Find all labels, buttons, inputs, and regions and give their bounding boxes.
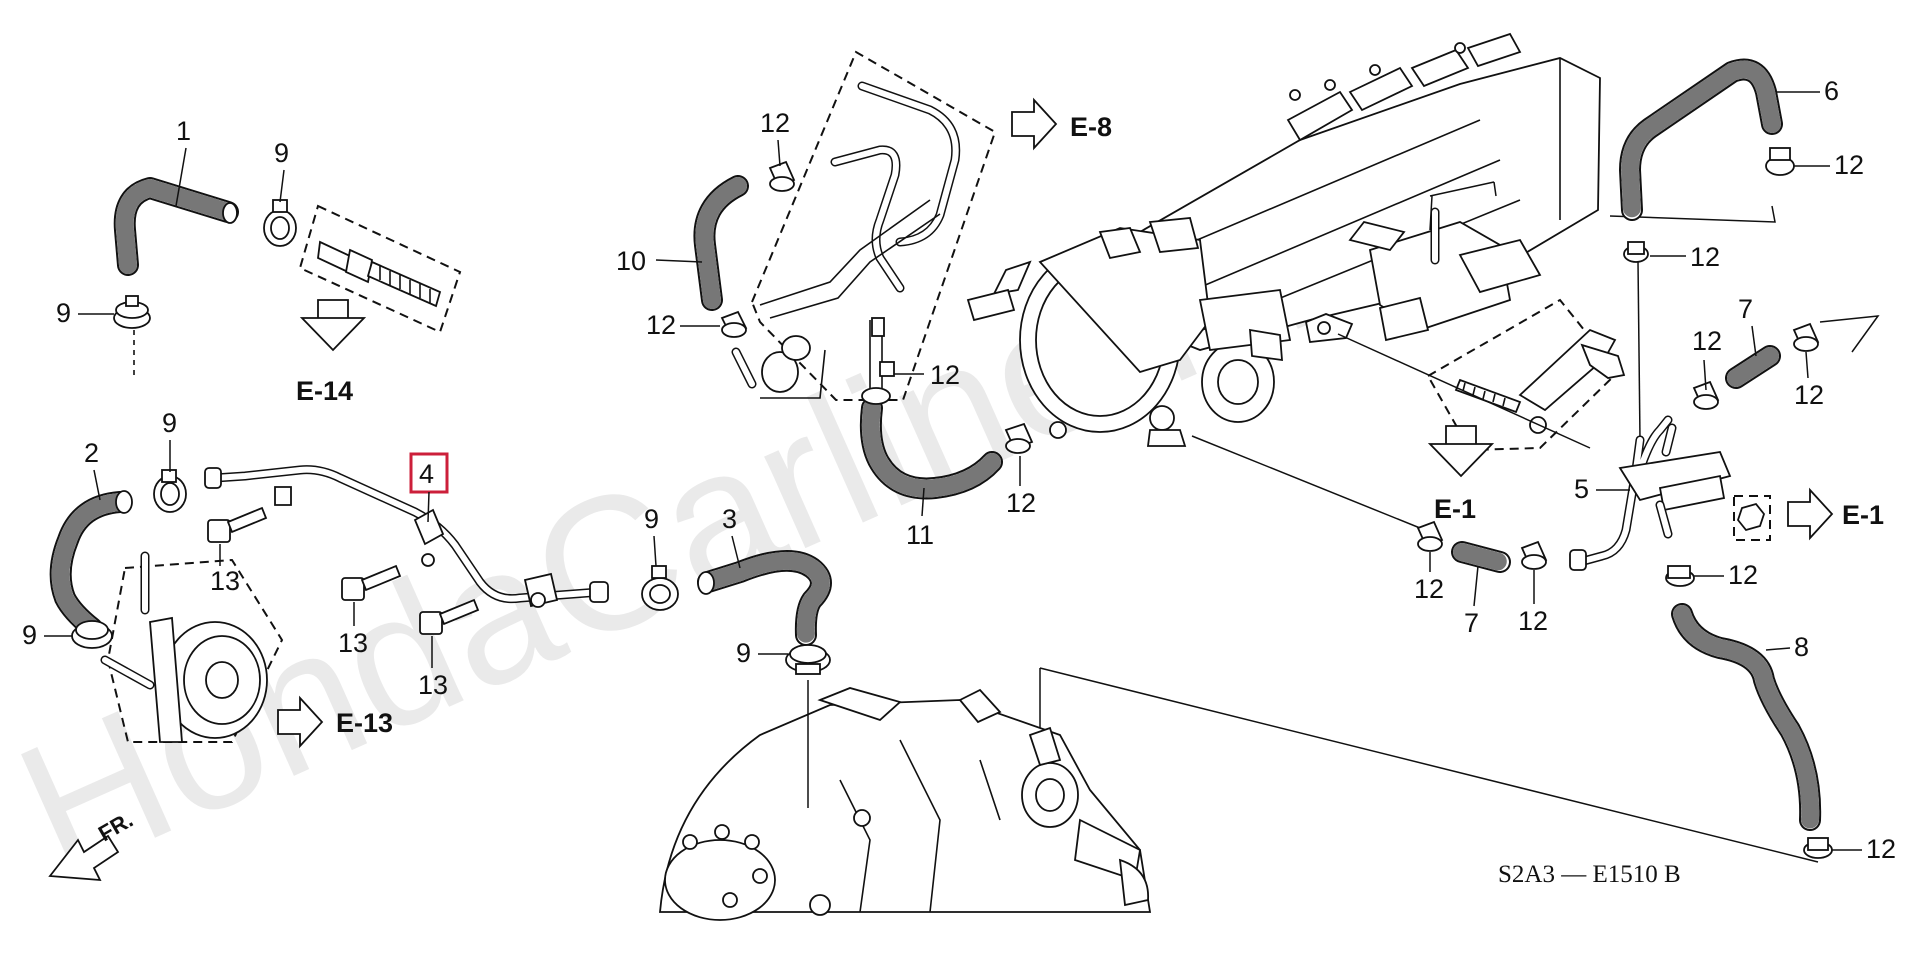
hose-7b — [1725, 345, 1781, 389]
oil-cooler — [100, 551, 284, 743]
ref-e14[interactable]: E-14 — [296, 376, 353, 406]
clamp-9c — [153, 469, 187, 513]
pipe-4 — [204, 465, 609, 608]
clamp-9f — [785, 644, 831, 675]
clamp-12j — [1792, 322, 1820, 352]
bolt-13c — [419, 598, 480, 635]
label-part-13b[interactable]: 13 — [338, 628, 368, 658]
label-part-6[interactable]: 6 — [1824, 76, 1839, 106]
clamp-12k — [1665, 565, 1695, 587]
iac-valve — [1348, 207, 1542, 342]
ref-e8[interactable]: E-8 — [1070, 112, 1112, 142]
nut-box — [1733, 495, 1771, 541]
label-part-12j[interactable]: 12 — [1794, 380, 1824, 410]
label-part-12k[interactable]: 12 — [1728, 560, 1758, 590]
label-part-3[interactable]: 3 — [722, 504, 737, 534]
fitting-e14 — [298, 204, 462, 334]
arrow-e14 — [299, 299, 367, 352]
clamp-12i — [1692, 380, 1720, 410]
bolt-13b — [341, 564, 402, 601]
clamp-12l — [1803, 837, 1833, 859]
label-part-13a[interactable]: 13 — [210, 566, 240, 596]
label-part-7a[interactable]: 7 — [1464, 608, 1479, 638]
clamp-12c — [861, 361, 895, 405]
clamp-12f — [1520, 540, 1548, 570]
ref-e1a[interactable]: E-1 — [1434, 494, 1476, 524]
hose-3 — [697, 549, 832, 646]
arrow-e1a — [1427, 425, 1495, 478]
label-part-4[interactable]: 4 — [419, 459, 434, 489]
diagram-code: S2A3 — E1510 B — [1498, 861, 1681, 888]
clamp-9d — [71, 620, 113, 649]
clamp-9e — [641, 565, 679, 611]
hose-2 — [49, 490, 133, 639]
label-part-12a[interactable]: 12 — [760, 108, 790, 138]
label-part-12b[interactable]: 12 — [646, 310, 676, 340]
label-part-12f[interactable]: 12 — [1518, 606, 1548, 636]
clamp-12g — [1765, 147, 1795, 176]
label-part-9c[interactable]: 9 — [162, 408, 177, 438]
clamp-9b — [113, 295, 151, 378]
hose-7a — [1451, 541, 1511, 573]
label-part-8[interactable]: 8 — [1794, 632, 1809, 662]
front-arrow — [48, 834, 120, 882]
clamp-12d — [1004, 421, 1067, 454]
bolt-13a — [207, 506, 268, 543]
arrow-e13 — [277, 695, 324, 749]
hose-6 — [1619, 58, 1783, 221]
hose-10 — [693, 175, 749, 311]
label-part-12e[interactable]: 12 — [1414, 574, 1444, 604]
label-part-7b[interactable]: 7 — [1738, 294, 1753, 324]
throttle-body — [966, 217, 1292, 447]
label-part-12c[interactable]: 12 — [930, 360, 960, 390]
label-part-12h[interactable]: 12 — [1690, 242, 1720, 272]
clamp-9a — [263, 199, 297, 247]
label-part-12d[interactable]: 12 — [1006, 488, 1036, 518]
label-part-2[interactable]: 2 — [84, 438, 99, 468]
bracket-e8 — [750, 50, 997, 401]
pipe-5 — [1569, 415, 1732, 571]
hose-1 — [113, 177, 239, 276]
label-part-9a[interactable]: 9 — [274, 138, 289, 168]
arrow-e8 — [1011, 97, 1058, 151]
clamp-12h — [1623, 241, 1649, 441]
hose-11 — [859, 397, 1003, 500]
label-part-9f[interactable]: 9 — [736, 638, 751, 668]
clamp-12a — [768, 160, 796, 192]
label-part-11[interactable]: 11 — [906, 520, 934, 550]
label-part-9e[interactable]: 9 — [644, 504, 659, 534]
label-part-12m[interactable]: 12 — [1866, 834, 1896, 864]
hose-8 — [1671, 603, 1822, 831]
label-part-9b[interactable]: 9 — [56, 298, 71, 328]
label-part-12g[interactable]: 12 — [1834, 150, 1864, 180]
clamp-12e — [1416, 520, 1444, 552]
ref-e1b[interactable]: E-1 — [1842, 500, 1884, 530]
clamp-12b — [720, 310, 748, 338]
ref-e13[interactable]: E-13 — [336, 708, 393, 738]
label-part-5[interactable]: 5 — [1574, 474, 1589, 504]
fitting-small — [731, 335, 826, 399]
label-part-1[interactable]: 1 — [176, 116, 191, 146]
label-part-12i[interactable]: 12 — [1692, 326, 1722, 356]
label-part-10[interactable]: 10 — [616, 246, 646, 276]
label-part-9d[interactable]: 9 — [22, 620, 37, 650]
arrow-e1b — [1787, 487, 1834, 541]
water-pump-housing — [659, 687, 1152, 921]
label-part-13c[interactable]: 13 — [418, 670, 448, 700]
